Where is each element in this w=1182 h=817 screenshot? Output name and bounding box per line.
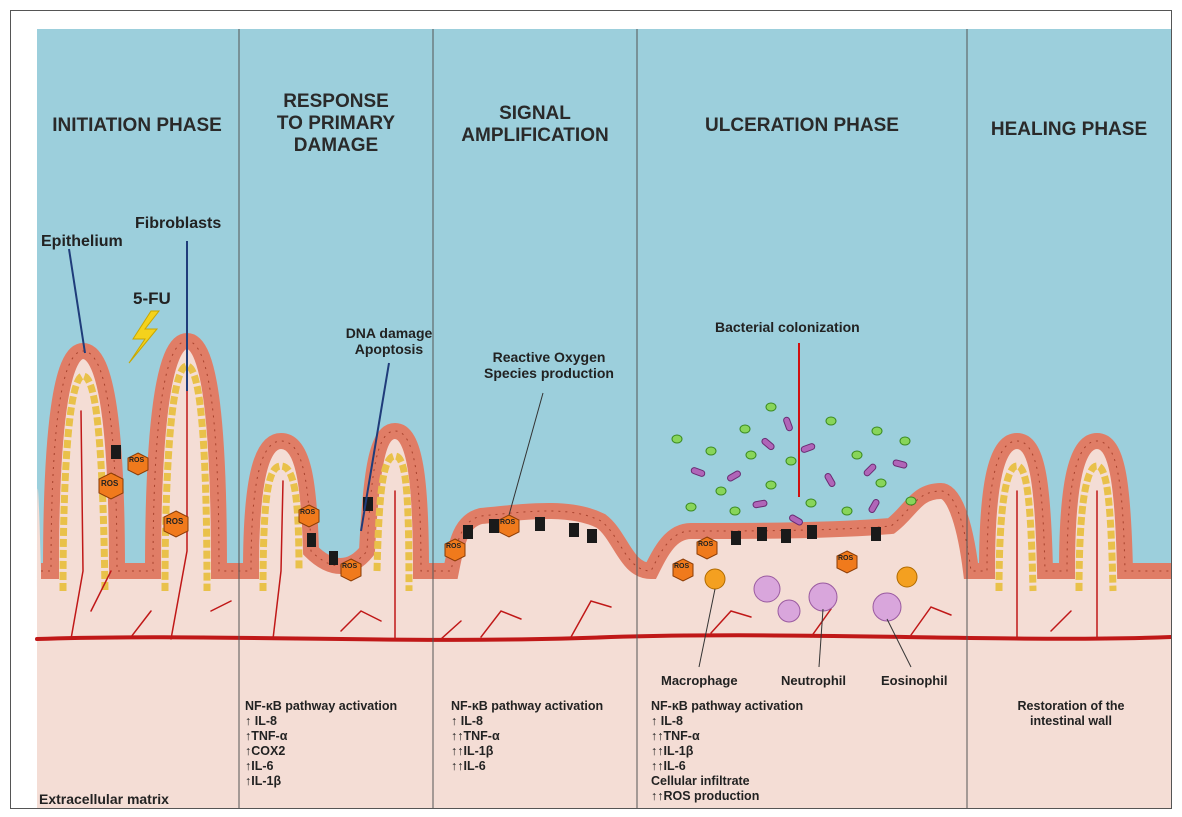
label-neutrophil: Neutrophil	[781, 673, 846, 688]
label-fibroblasts: Fibroblasts	[135, 215, 221, 233]
label-bacterial-colonization: Bacterial colonization	[715, 319, 860, 335]
label-macrophage: Macrophage	[661, 673, 738, 688]
label-epithelium: Epithelium	[41, 233, 123, 251]
phase-title-healing: HEALING PHASE	[967, 119, 1171, 141]
markers-ulceration: NF-κB pathway activation↑ IL-8↑↑TNF-α ↑↑…	[651, 699, 803, 804]
label-extracellular-matrix: Extracellular matrix	[39, 791, 169, 807]
label-drug: 5-FU	[133, 289, 171, 309]
phase-title-initiation: INITIATION PHASE	[37, 115, 237, 137]
phase-title-ulceration: ULCERATION PHASE	[637, 115, 967, 137]
markers-response: NF-κB pathway activation↑ IL-8↑TNF-α ↑CO…	[245, 699, 397, 789]
markers-amplification: NF-κB pathway activation↑ IL-8↑↑TNF-α ↑↑…	[451, 699, 603, 774]
label-eosinophil: Eosinophil	[881, 673, 947, 688]
